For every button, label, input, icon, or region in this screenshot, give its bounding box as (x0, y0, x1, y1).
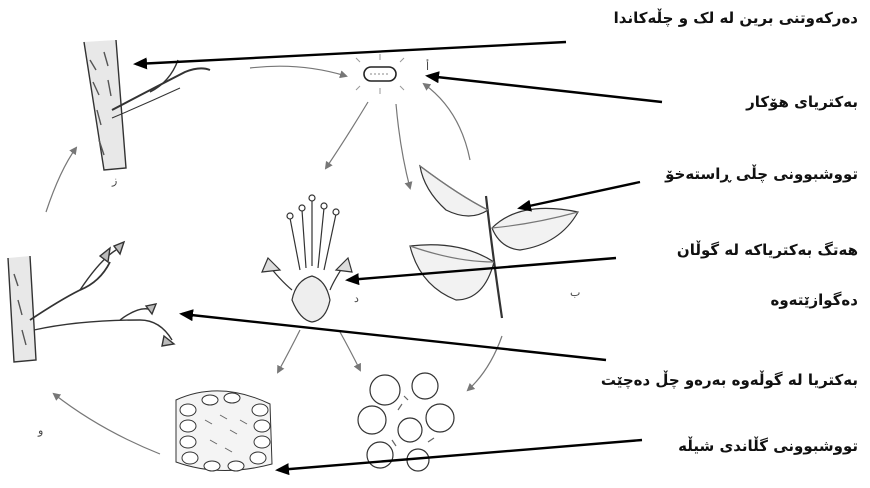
label-canker-on-branches: دەرکەوتنی برین لە لک و چڵەکاندا (614, 8, 858, 28)
pointer-arrow-6 (278, 440, 642, 470)
pointer-arrow-3 (520, 182, 640, 208)
stage-letter-d: د (354, 292, 359, 305)
tissue-section-illustration (176, 391, 272, 471)
stage-letter-z: ز (112, 174, 117, 187)
flower-illustration (262, 195, 352, 322)
pointer-arrow-2 (428, 76, 662, 102)
bacterium-illustration (356, 54, 404, 94)
label-bacteria-in-flowers: هەتگ بەکتریاکە لە گوڵان (677, 240, 858, 260)
stage-letter-b: ب (570, 286, 580, 299)
cankered-branch-illustration (84, 40, 210, 170)
pointer-arrow-5 (182, 314, 606, 360)
blighted-branch-illustration (8, 242, 174, 362)
label-causal-bacterium: بەکتریای هۆکار (746, 92, 858, 112)
leafy-shoot-illustration (410, 166, 578, 318)
pointer-arrow-1 (136, 42, 566, 64)
label-transmitted: دەگوازێتەوە (771, 290, 859, 310)
label-direct-shoot-infection: تووشبوونی چڵی ڕاستەخۆ (665, 164, 858, 184)
label-flower-to-shoot: بەکتریا لە گوڵەوە بەرەو چڵ دەچێت (601, 370, 858, 390)
stage-letter-a: أ (426, 60, 429, 73)
label-gland-infection: تووشبوونی گڵاندی شیڵە (678, 436, 858, 456)
stage-letter-w: و (38, 424, 43, 437)
